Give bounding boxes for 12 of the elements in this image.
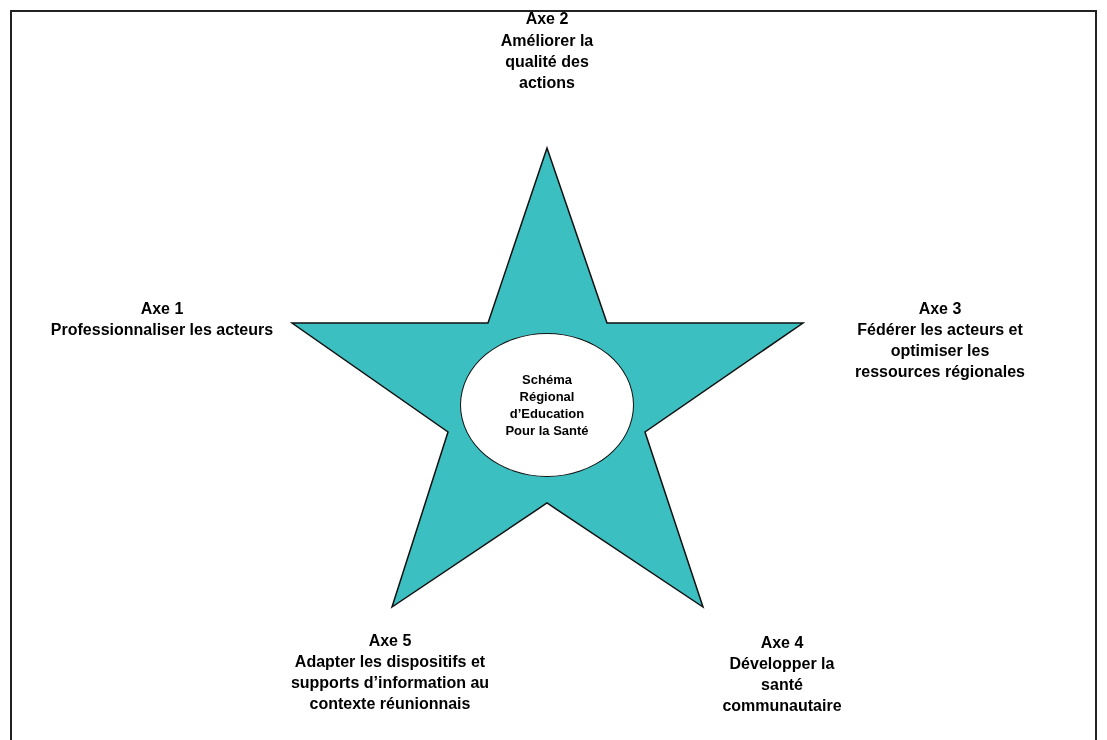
axis-title: Professionnaliser les acteurs — [49, 320, 275, 340]
axis-number: Axe 1 — [139, 299, 185, 319]
axis-title: Développer la santé communautaire — [721, 654, 843, 716]
axis-number: Axe 2 — [524, 9, 570, 29]
axis-number: Axe 3 — [917, 299, 963, 319]
axis-number: Axe 4 — [759, 633, 805, 653]
star-shape — [290, 146, 806, 610]
axis-number: Axe 5 — [367, 631, 413, 651]
axis-title: Fédérer les acteurs et optimiser les ressources régionales — [854, 320, 1026, 382]
axis-title: Adapter les dispositifs et supports d’information au contexte réunionnais — [289, 652, 491, 714]
center-title: Schéma Régional d’Education Pour la Santé — [504, 371, 590, 439]
axis-title: Améliorer la qualité des actions — [499, 31, 595, 93]
